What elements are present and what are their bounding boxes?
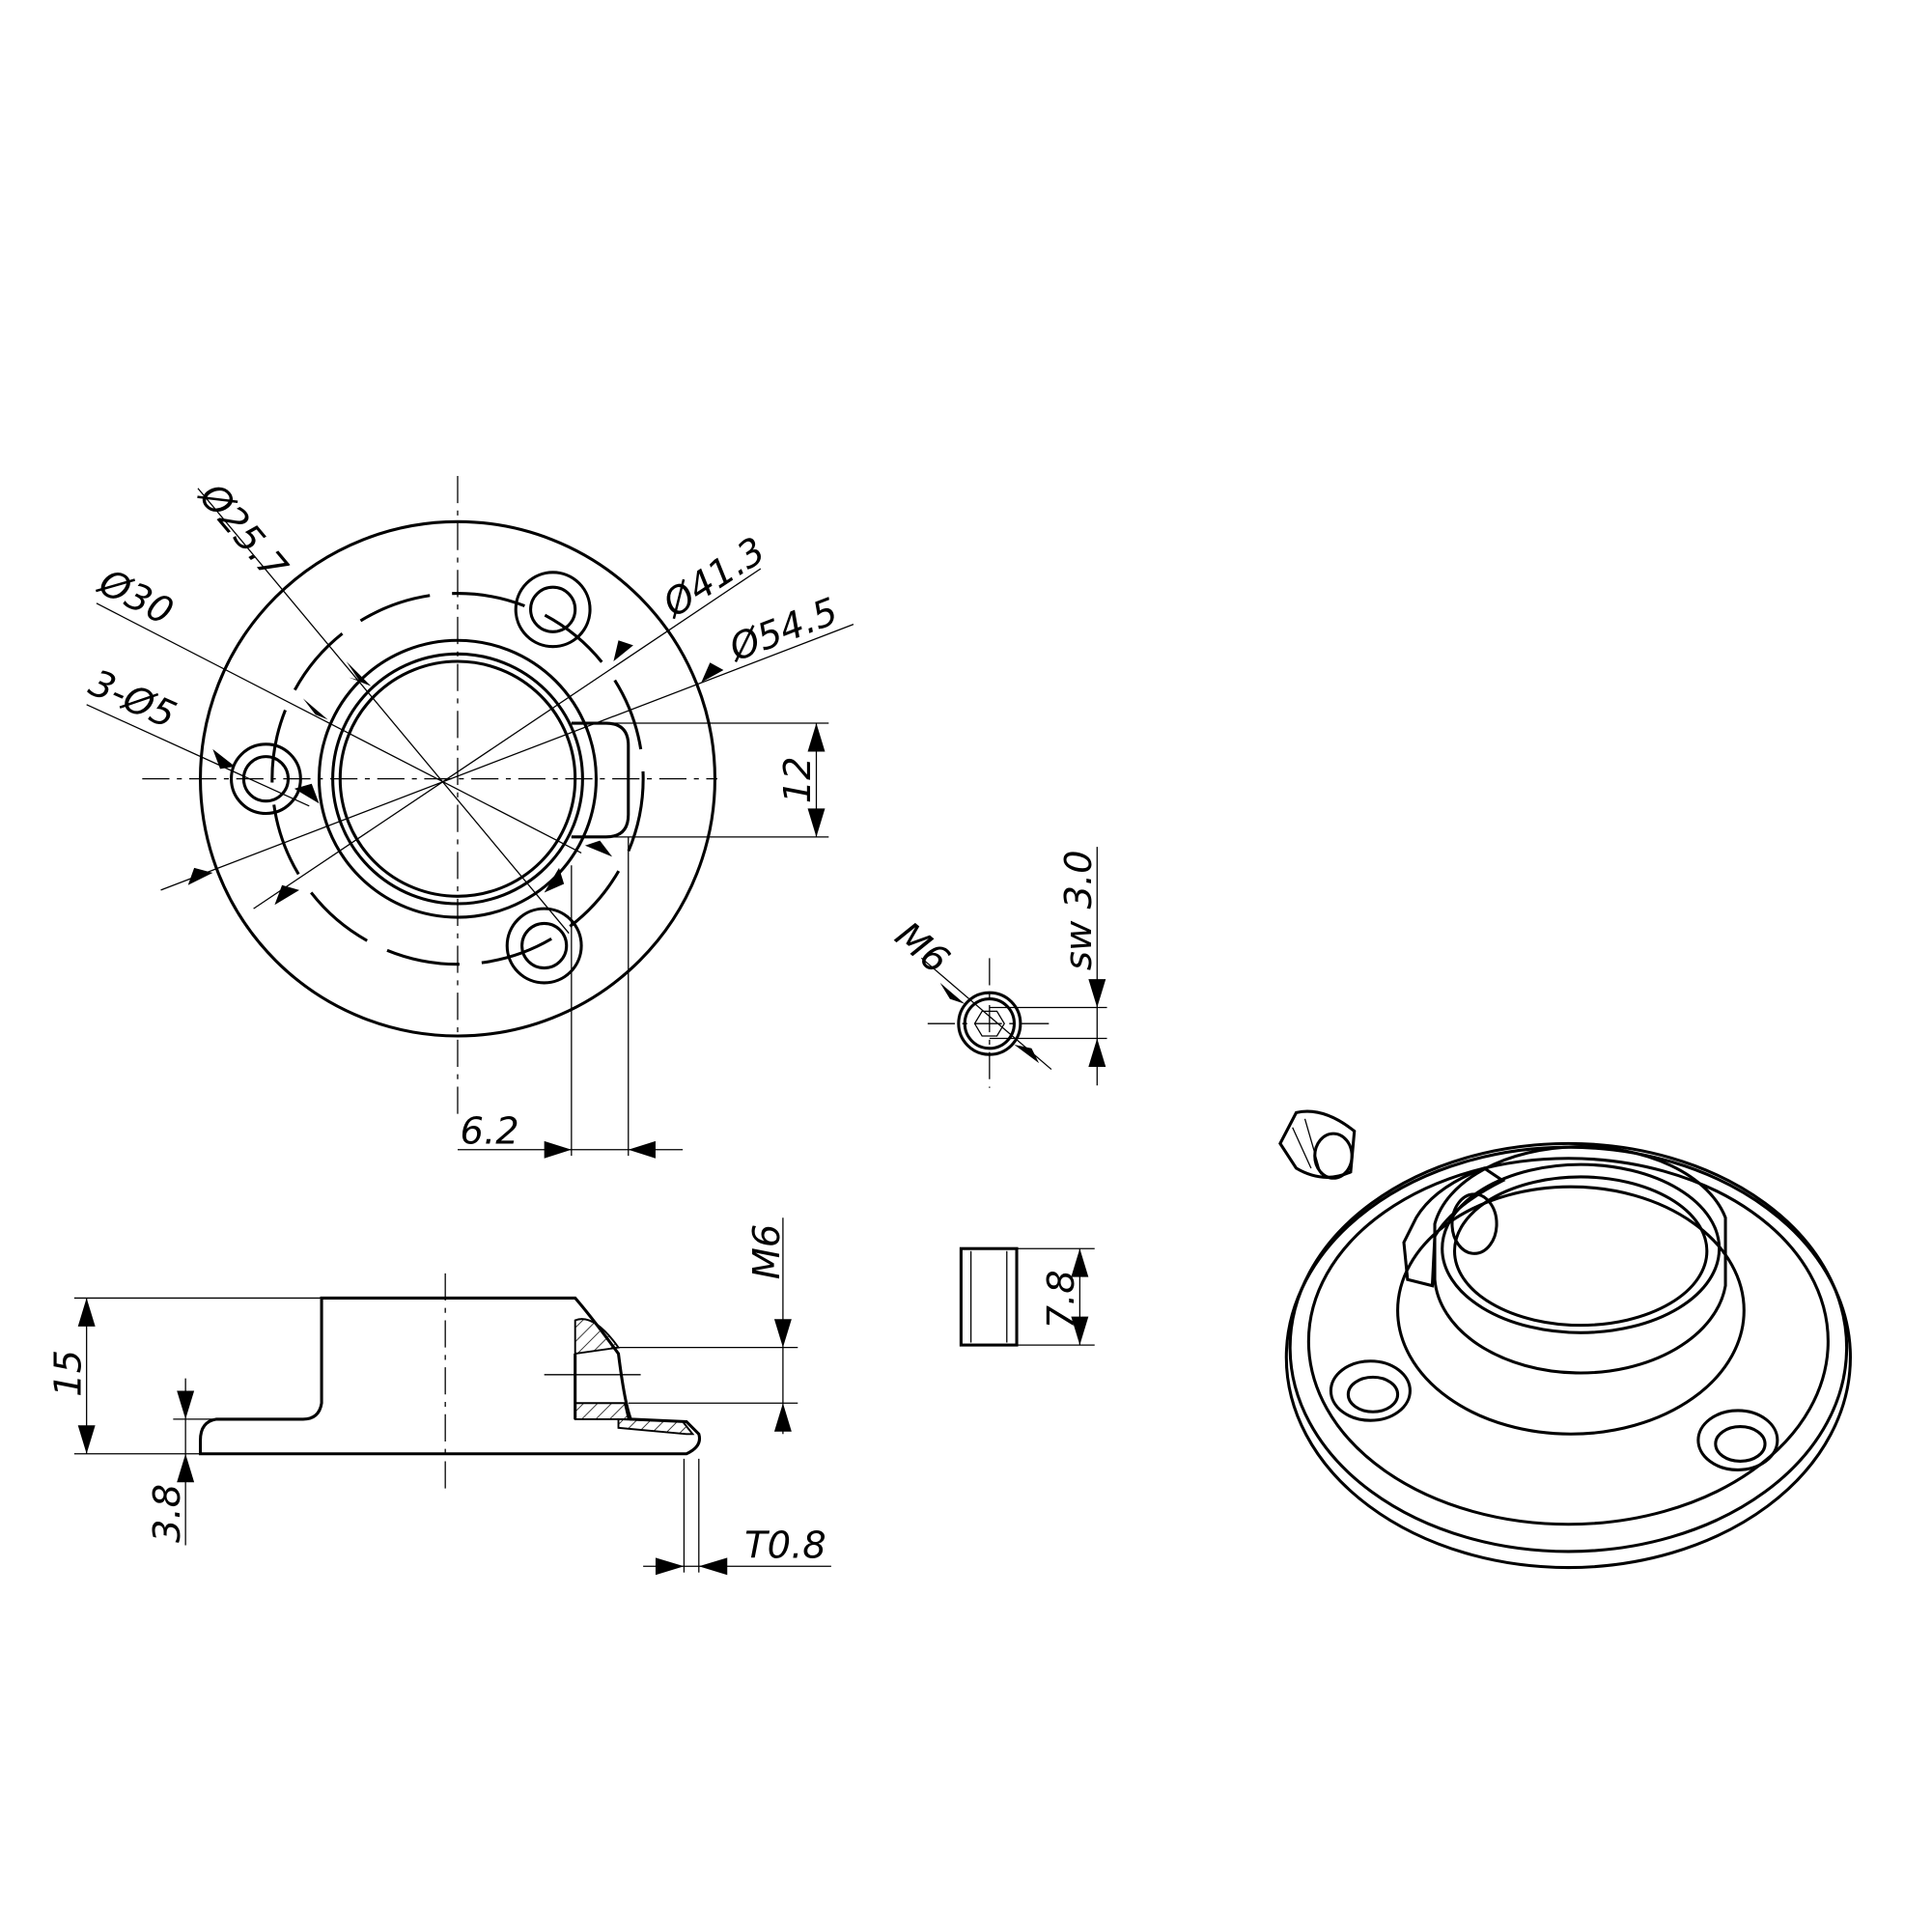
dim-screw-length: 7.8 [1040,1270,1083,1329]
screw-side-profile [959,1246,1019,1347]
dim-bore-diameter: Ø25.7 [189,474,296,590]
iso-set-screw [1278,1109,1357,1180]
flange-top-face [1306,1157,1830,1526]
tube-middle-circle [331,652,584,906]
tube-top-outer [1441,1162,1722,1334]
leader-lines [86,488,854,1157]
iso-threaded-hole [1450,1192,1498,1255]
top-view: Ø25.7 Ø30 3-Ø5 Ø41.3 Ø54.5 12 6.2 [83,474,854,1159]
iso-set-screw-boss [1402,1166,1506,1288]
dim-flange-diameter: Ø54.5 [722,590,844,671]
dim-boss-offset: 6.2 [461,1109,519,1153]
dim-bolt-circle: Ø41.3 [654,529,772,628]
flange-bottom-rim [1284,1145,1852,1570]
tube-body [1433,1145,1727,1375]
dim-tolerance: T0.8 [744,1524,826,1567]
dim-socket-size: sw 3.0 [1057,850,1101,970]
iso-bolt-hole-right [1696,1409,1779,1471]
tube-base [1396,1185,1746,1436]
dim-thread: M6 [745,1224,789,1280]
bolt-hole-left [230,742,302,816]
dimension-arrows [187,640,826,1159]
flange-top-edge [1288,1141,1849,1553]
dim-boss-width: 12 [776,756,820,803]
screw-outer-circle [957,991,1022,1056]
bore-circle [338,659,577,898]
side-dimension-lines [73,1217,831,1576]
bolt-hole-bottom [505,907,583,985]
side-view: 15 3.8 M6 T0.8 [46,1217,831,1576]
hex-socket-icon [973,1010,1005,1037]
dim-screw-thread: M6 [886,913,957,982]
bolt-hole-top [514,571,592,649]
dim-flange-thickness: 3.8 [146,1484,189,1543]
iso-bolt-hole-left [1329,1359,1412,1422]
flange-outer-circle [198,519,716,1038]
tube-top-inner [1452,1175,1709,1328]
isometric-view [1278,1109,1852,1570]
bolt-circle [270,592,645,966]
flange-profile [198,1296,701,1456]
dim-height: 15 [46,1350,90,1397]
section-hatching [574,1318,695,1436]
set-screw-boss [571,721,630,839]
tube-outer-circle [317,638,599,919]
set-screw-views: M6 sw 3.0 7.8 [886,847,1107,1347]
screw-inner-circle [963,997,1016,1050]
